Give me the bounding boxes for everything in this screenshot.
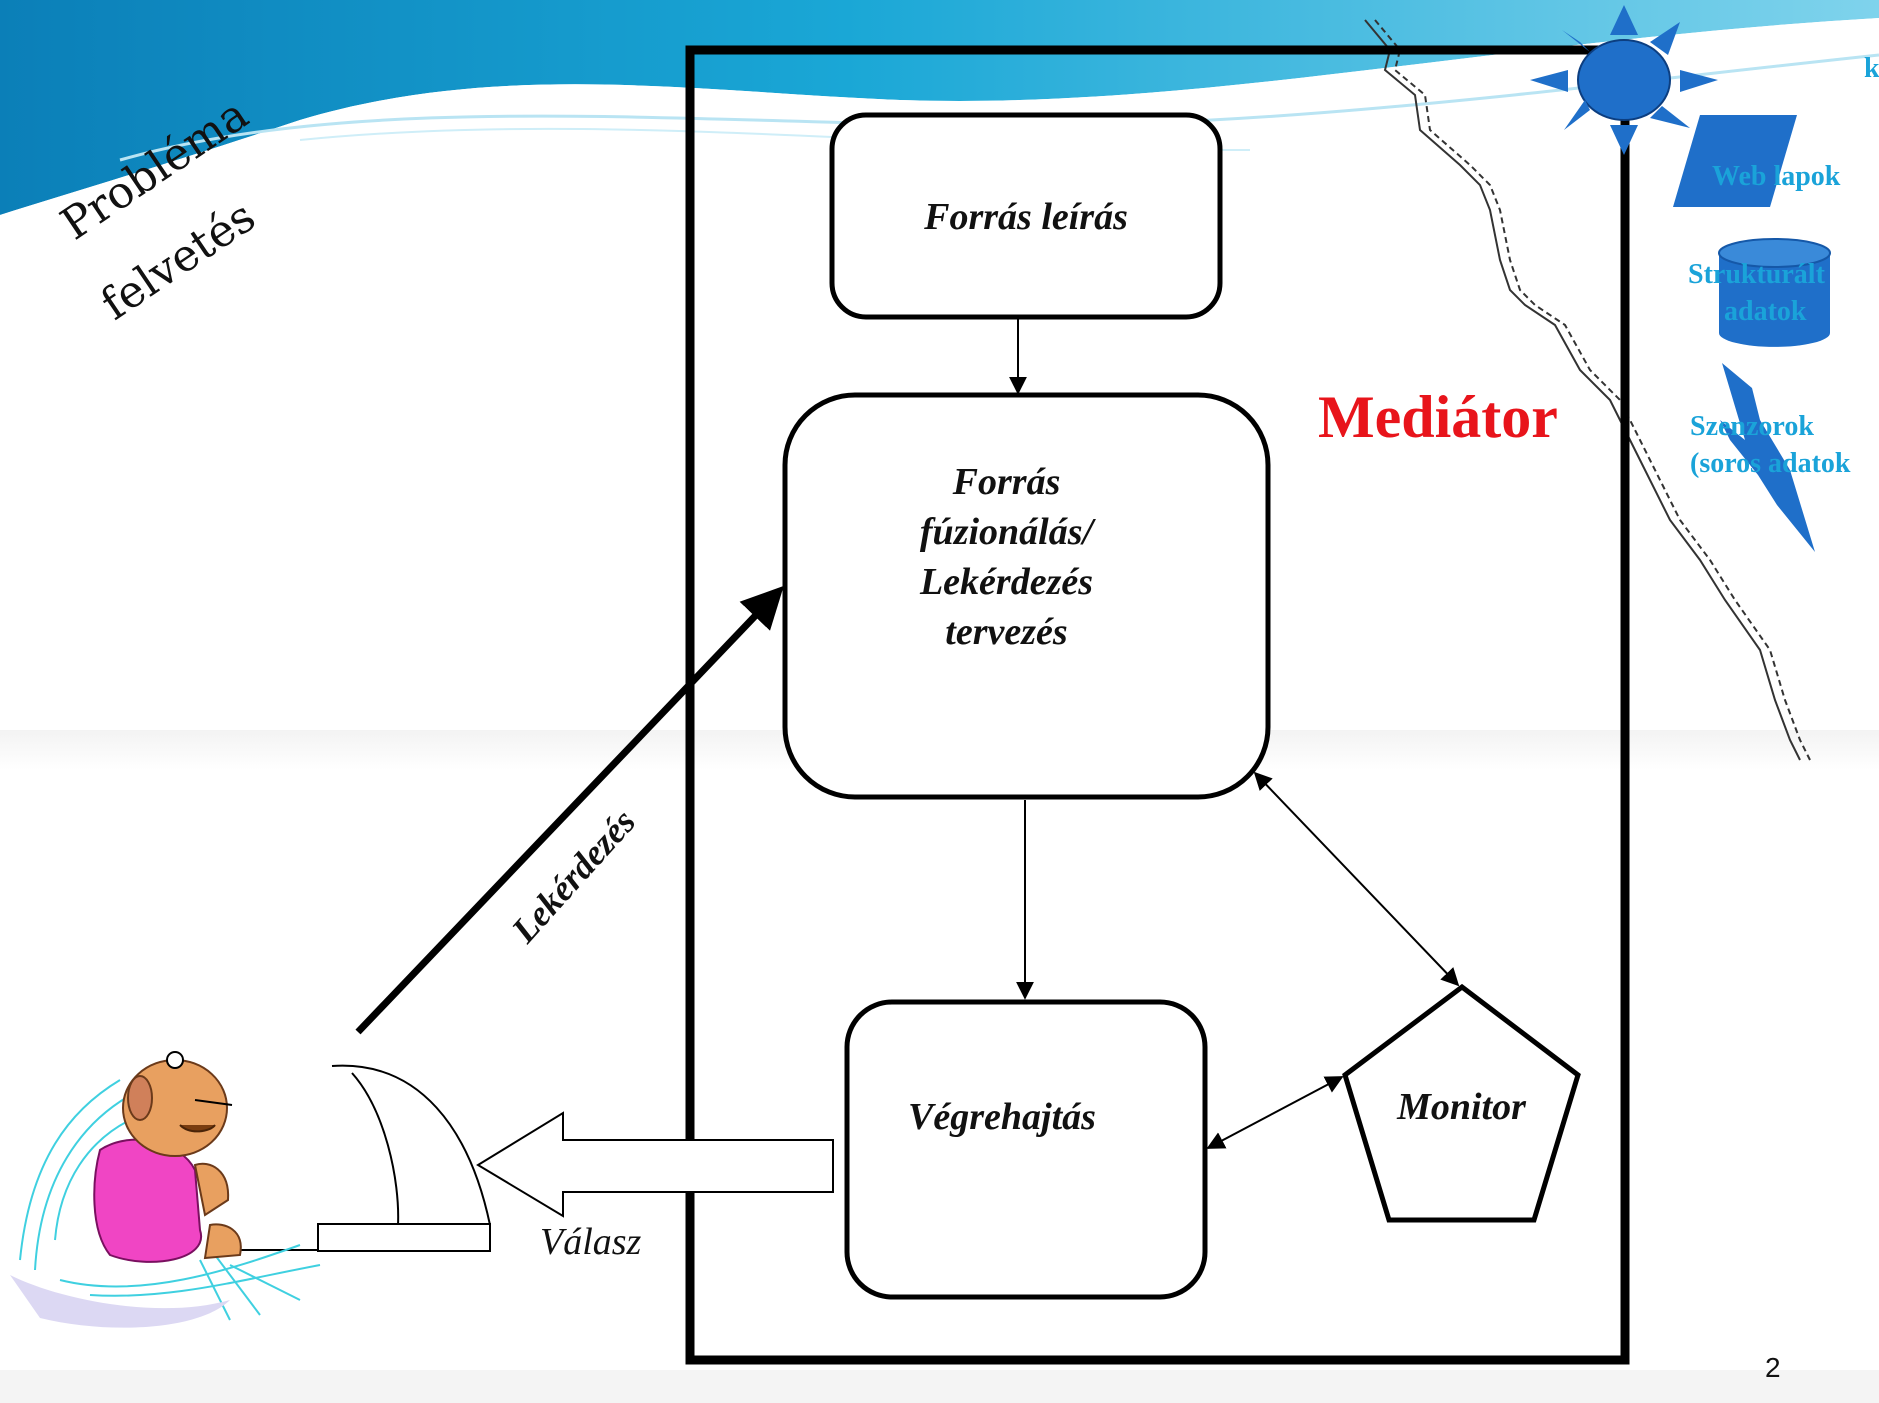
mediator-label: Mediátor [1318,384,1558,450]
page-number: 2 [1765,1352,1781,1383]
source-top-partial-label: k [1864,53,1879,84]
source-description-label: Forrás leírás [924,196,1128,238]
structured-data-label-line2: adatok [1724,296,1807,327]
arrow-fusion-monitor [1253,771,1460,987]
user-at-computer-illustration [10,1051,321,1328]
mediator-frame [685,45,1630,1365]
query-arrow [355,585,784,1035]
sensors-label-line2: (soros adatok [1690,448,1851,479]
fusion-label-line1: Forrás [952,461,1061,503]
computer-illustration [240,1064,491,1252]
execution-box [844,999,1208,1300]
structured-data-label-line1: Strukturált [1688,259,1825,290]
lightning-bolt-icon [1720,363,1815,552]
fusion-label-line4: tervezés [945,611,1068,653]
monitor-pentagon [1342,983,1581,1223]
database-cylinder-icon [1718,238,1831,347]
monitor-label: Monitor [1397,1086,1526,1128]
web-pages-label: Web lapok [1712,161,1841,192]
arrow-execution-monitor [1206,1076,1344,1149]
fusion-label-line2: fúzionálás/ [919,511,1094,553]
fusion-planning-box [782,392,1271,800]
sun-icon [1530,5,1718,155]
source-description-box [829,112,1223,320]
river-lines [1364,19,1811,761]
answer-arrow-label: Válasz [540,1221,642,1263]
footer-band [0,1370,1879,1403]
sensors-label-line1: Szenzorok [1690,411,1814,442]
web-page-parallelogram-icon [1673,115,1797,207]
fusion-label-line3: Lekérdezés [919,561,1094,603]
answer-arrow [476,1111,834,1218]
execution-label: Végrehajtás [908,1096,1096,1138]
